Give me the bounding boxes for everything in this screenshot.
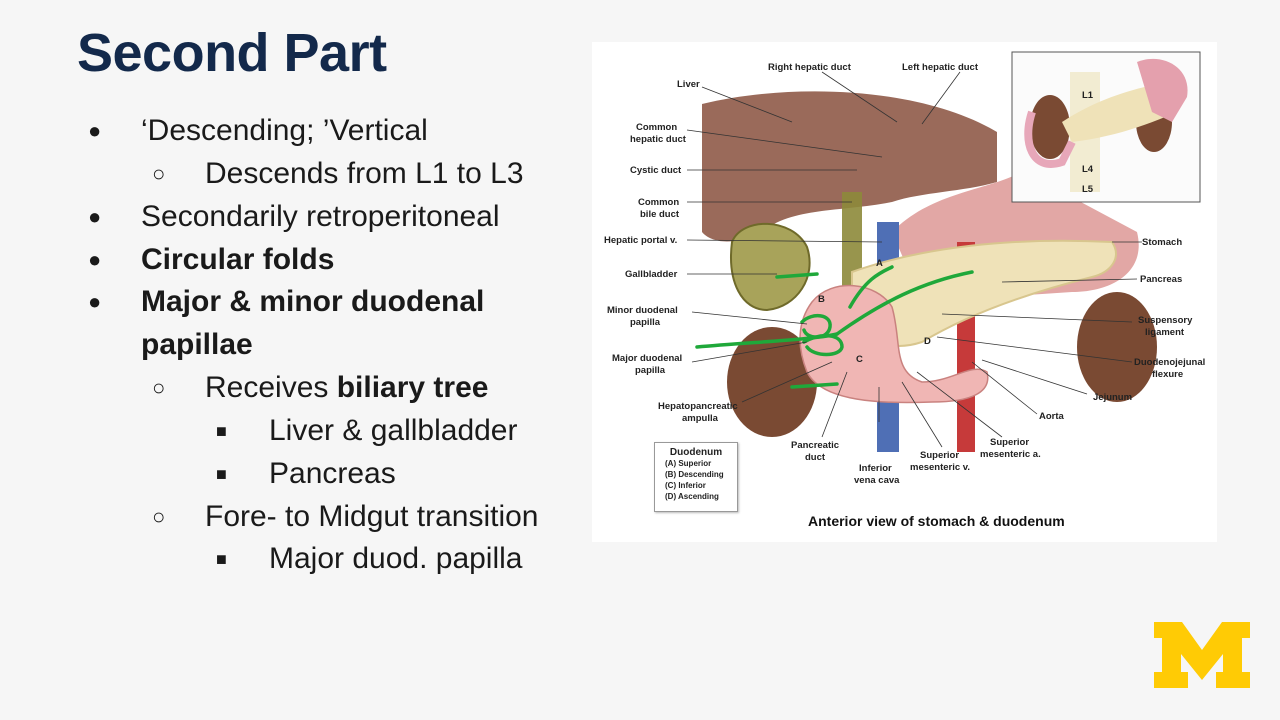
bullet-marker: ● <box>88 289 102 314</box>
green-annotation <box>695 265 974 389</box>
bullet-marker: ■ <box>216 549 227 569</box>
figure-caption: Anterior view of stomach & duodenum <box>808 513 1065 529</box>
bullet-marker: ○ <box>152 161 166 186</box>
legend-item: (A) Superior <box>665 459 712 468</box>
label-left-hepatic-duct: Left hepatic duct <box>902 62 979 73</box>
label-hepatopancreatic-1: Hepatopancreatic <box>658 401 738 412</box>
bullet-text-plain: Receives <box>205 371 337 404</box>
label-ivc-1: Inferior <box>859 463 892 474</box>
label-hepatopancreatic-2: ampulla <box>682 413 719 424</box>
label-major-papilla-2: papilla <box>635 365 666 376</box>
block-m-icon <box>1154 622 1250 688</box>
duodenum-legend: Duodenum (A) Superior (B) Descending (C)… <box>654 442 738 512</box>
label-part-a: A <box>876 258 883 269</box>
bullet-marker: ○ <box>152 375 166 400</box>
label-dj-flexure-1: Duodenojejunal <box>1134 357 1205 368</box>
gallbladder-shape <box>730 222 811 312</box>
bullet-text: Secondarily retroperitoneal <box>141 200 500 233</box>
label-common-bile-duct-1: Common <box>638 197 679 208</box>
bullet-text: papillae <box>141 328 253 361</box>
label-smv-1: Superior <box>920 450 959 461</box>
right-kidney-shape <box>727 327 817 437</box>
leader-lines <box>686 71 1142 448</box>
label-minor-papilla-2: papilla <box>630 317 661 328</box>
slide-title: Second Part <box>77 23 387 83</box>
label-part-d: D <box>924 336 931 347</box>
label-cystic-duct: Cystic duct <box>630 165 682 176</box>
legend-title: Duodenum <box>669 447 723 458</box>
inset-duodenum <box>1024 110 1076 168</box>
bullet-text: Pancreas <box>269 457 396 490</box>
inset-kidney-right <box>1030 95 1070 159</box>
bullet-text-bold: biliary tree <box>336 371 489 404</box>
label-smv-2: mesenteric v. <box>910 462 970 473</box>
liver-shape <box>702 91 997 242</box>
bullet-marker: ● <box>88 118 102 143</box>
label-common-bile-duct-2: bile duct <box>640 209 680 220</box>
bullet-text: Major duod. papilla <box>269 542 523 575</box>
label-stomach: Stomach <box>1142 237 1182 248</box>
bullet-text: ‘Descending; ’Vertical <box>141 114 428 147</box>
label-pancreas: Pancreas <box>1140 274 1182 285</box>
label-dj-flexure-2: flexure <box>1152 369 1183 380</box>
legend-item: (C) Inferior <box>665 481 706 490</box>
inset-stomach <box>1137 58 1188 122</box>
label-suspensory-1: Suspensory <box>1138 315 1193 326</box>
label-sma-2: mesenteric a. <box>980 449 1041 460</box>
label-liver: Liver <box>677 79 700 90</box>
label-part-b: B <box>818 294 825 305</box>
label-jejunum: Jejunum <box>1093 392 1132 403</box>
label-minor-papilla-1: Minor duodenal <box>607 305 678 316</box>
label-right-hepatic-duct: Right hepatic duct <box>768 62 852 73</box>
inset-label-l4: L4 <box>1082 164 1094 175</box>
bullet-marker: ● <box>88 204 102 229</box>
bullet-marker: ■ <box>216 464 227 484</box>
label-ivc-2: vena cava <box>854 475 900 486</box>
bullet-text: Fore- to Midgut transition <box>205 500 539 533</box>
bullet-marker: ● <box>88 247 102 272</box>
label-common-hepatic-duct-2: hepatic duct <box>630 134 687 145</box>
bullet-text: Descends from L1 to L3 <box>205 157 524 190</box>
label-pancreatic-duct-1: Pancreatic <box>791 440 839 451</box>
pancreas-shape <box>851 239 1117 347</box>
bullet-marker: ○ <box>152 504 166 529</box>
label-sma-1: Superior <box>990 437 1029 448</box>
label-suspensory-2: ligament <box>1145 327 1185 338</box>
label-hepatic-portal-v: Hepatic portal v. <box>604 235 677 246</box>
label-part-c: C <box>856 354 863 365</box>
bullet-text: Major & minor duodenal <box>141 285 485 318</box>
bullet-text: Liver & gallbladder <box>269 414 518 447</box>
label-common-hepatic-duct-1: Common <box>636 122 677 133</box>
inset-label-l1: L1 <box>1082 90 1094 101</box>
inset-label-l5: L5 <box>1082 184 1094 195</box>
bullet-text: Receives biliary tree <box>205 367 488 409</box>
left-kidney-shape <box>1077 292 1157 402</box>
label-gallbladder: Gallbladder <box>625 269 678 280</box>
label-pancreatic-duct-2: duct <box>805 452 826 463</box>
bullet-text: Circular folds <box>141 243 335 276</box>
anatomy-illustration: L1 L4 L5 Right hepatic duct Left hepatic… <box>604 51 1205 486</box>
legend-item: (D) Ascending <box>665 492 719 501</box>
label-aorta: Aorta <box>1039 411 1065 422</box>
duodenum-shape <box>799 284 989 404</box>
label-major-papilla-1: Major duodenal <box>612 353 682 364</box>
block-m-shape <box>1154 622 1250 688</box>
bullet-marker: ■ <box>216 421 227 441</box>
legend-item: (B) Descending <box>665 470 724 479</box>
